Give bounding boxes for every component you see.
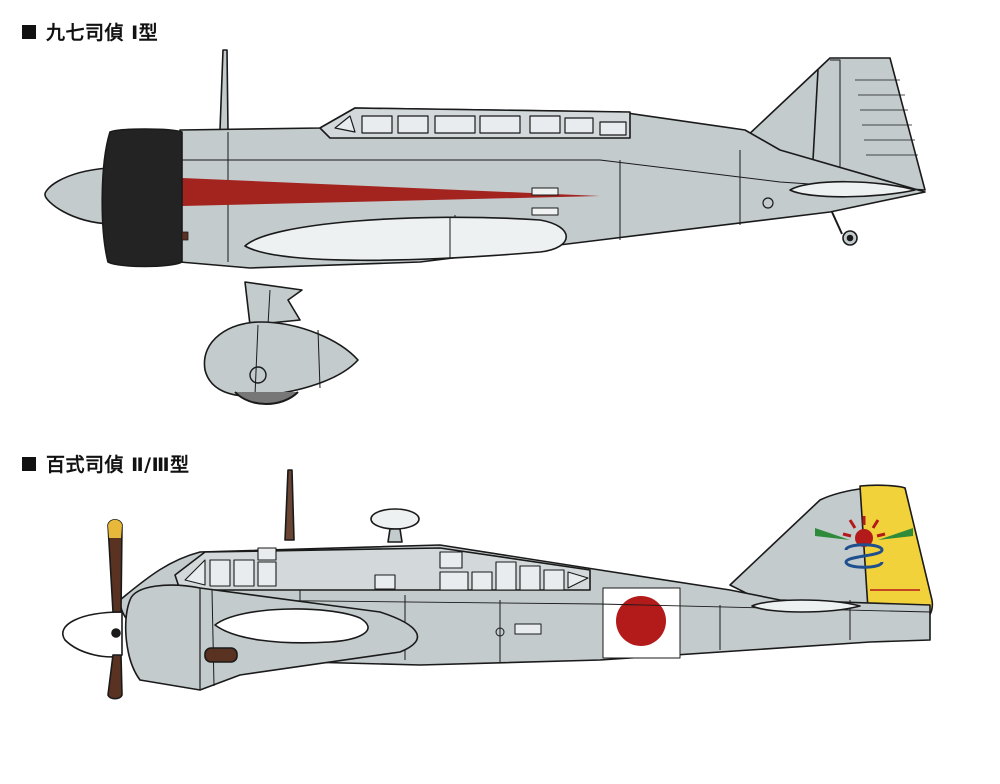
ki46-df-loop <box>370 508 420 530</box>
ki46-exhaust <box>204 647 238 663</box>
caption-ki15-text: 九七司偵 Ⅰ型 <box>46 22 159 44</box>
ki15-tailplane <box>789 180 916 198</box>
ki15-cowling <box>101 128 183 268</box>
ki15-antenna <box>219 49 229 131</box>
ki46-aircraft <box>62 469 934 700</box>
ki46-spinner <box>62 611 123 658</box>
ki46-antenna <box>284 469 295 541</box>
caption-ki46-text: 百式司偵 Ⅱ/Ⅲ型 <box>46 454 190 476</box>
ki15-wheel <box>234 391 299 405</box>
ki46-canopy-windows <box>184 547 589 591</box>
ki15-wing-fairing <box>244 216 568 262</box>
ki15-canopy-windows <box>334 115 627 136</box>
square-bullet-icon <box>22 24 36 39</box>
ki46-nacelle-highlight <box>214 608 369 644</box>
ki46-hinomaru <box>616 596 666 646</box>
ki46-tailplane <box>751 599 861 613</box>
caption-ki46: 百式司偵 Ⅱ/Ⅲ型 <box>22 450 190 477</box>
caption-ki15: 九七司偵 Ⅰ型 <box>22 18 158 45</box>
ki46-propeller-blade-bottom <box>107 654 123 700</box>
ki15-wheel-spat <box>203 321 359 398</box>
ki15-gear-strut <box>244 281 303 326</box>
ki15-red-stripe <box>182 178 600 206</box>
ki15-aircraft <box>44 49 926 405</box>
ki15-spinner <box>44 167 111 225</box>
square-bullet-icon <box>22 456 36 471</box>
tail-emblem-icon <box>815 516 913 569</box>
